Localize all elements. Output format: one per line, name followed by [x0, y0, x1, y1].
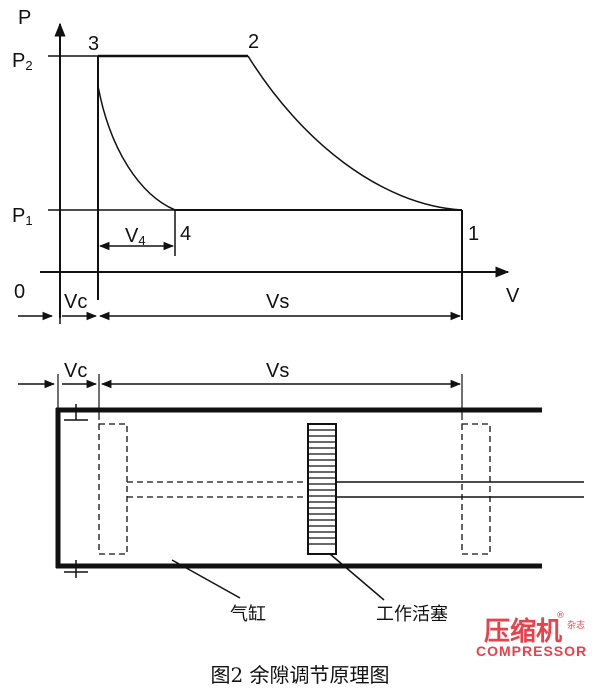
figure-caption: 图2 余隙调节原理图 [210, 663, 389, 687]
working-piston [307, 423, 337, 555]
pv-diagram: P V 0 P2 P1 3 2 4 1 V4 Vc Vs [12, 7, 520, 324]
cyl-vs-label: Vs [266, 360, 289, 382]
compression-curve [247, 55, 463, 211]
watermark-brand-en: COMPRESSOR [476, 643, 587, 659]
watermark-brand-cn: 压缩机 [484, 616, 562, 647]
point-4-label: 4 [180, 223, 191, 245]
v-axis-label: V [506, 285, 520, 307]
piston-leader [329, 553, 385, 601]
cylinder-leader [171, 559, 241, 599]
p-axis-label: P [18, 7, 31, 29]
v4-label: V4 [125, 225, 146, 248]
piston-grooves [309, 429, 335, 545]
expansion-curve [97, 85, 176, 211]
watermark-registered: ® [556, 611, 565, 621]
piston-label: 工作活塞 [376, 604, 448, 625]
cyl-vc-label: Vc [64, 360, 87, 382]
piston-bdc-ghost [461, 423, 491, 555]
cylinder-label: 气缸 [230, 603, 266, 625]
compressor-watermark: 压缩机 杂志 ® COMPRESSOR [476, 611, 587, 659]
cylinder-diagram: Vc Vs 气缸 工作活塞 [18, 360, 584, 625]
point-1-label: 1 [468, 223, 479, 245]
vc-label-pv: Vc [64, 291, 87, 313]
piston-tdc-ghost [98, 423, 128, 555]
origin-label: 0 [14, 281, 25, 303]
p1-label: P1 [12, 205, 33, 228]
point-3-label: 3 [88, 33, 99, 55]
p2-label: P2 [12, 50, 33, 73]
vs-label-pv: Vs [266, 291, 289, 313]
watermark-brand-small: 杂志 [567, 619, 585, 631]
point-2-label: 2 [248, 31, 259, 53]
